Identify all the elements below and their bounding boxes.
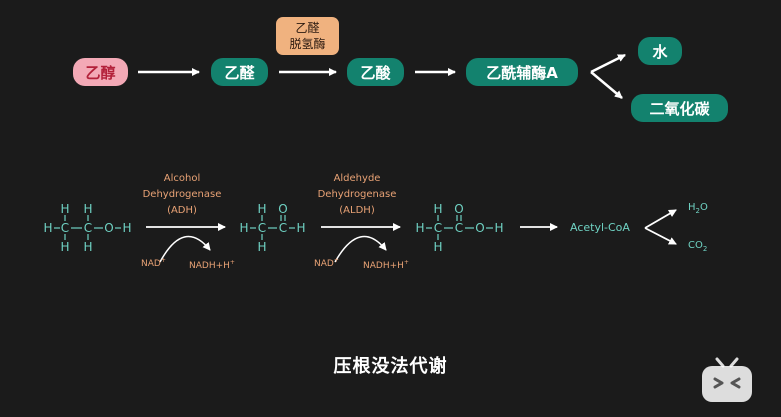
ethanol-structure: H H H C C O H H H xyxy=(43,202,131,254)
atom-h: H xyxy=(83,202,92,216)
nadh-label-1: NADH+H+ xyxy=(189,259,235,271)
carbon-dioxide-node: 二氧化碳 xyxy=(631,94,728,122)
atom-c: C xyxy=(434,221,442,235)
atom-h: H xyxy=(239,221,248,235)
acetaldehyde-structure: H O H C C H H xyxy=(239,202,305,254)
atom-c: C xyxy=(279,221,287,235)
aldh-line1: Aldehyde xyxy=(334,173,381,184)
ethanol-node: 乙醇 xyxy=(73,58,128,86)
fork-to-co2-struct xyxy=(644,227,677,245)
atom-h: H xyxy=(433,240,442,254)
atom-o: O xyxy=(278,202,287,216)
atom-h: H xyxy=(296,221,305,235)
adh-line2: Dehydrogenase xyxy=(143,189,222,200)
carbon-dioxide-label: 二氧化碳 xyxy=(649,99,710,118)
atom-c: C xyxy=(61,221,69,235)
acetic-acid-structure: H O H C C O H H xyxy=(415,202,503,254)
atom-h: H xyxy=(60,202,69,216)
fork-to-h2o xyxy=(644,209,677,229)
water-node: 水 xyxy=(638,37,682,65)
acetyl-coa-struct-label: Acetyl-CoA xyxy=(570,221,630,234)
adh-abbr: (ADH) xyxy=(167,205,197,216)
co2-label: CO2 xyxy=(688,240,707,253)
atom-h: H xyxy=(494,221,503,235)
atom-c: C xyxy=(258,221,266,235)
enzyme-line1: 乙醛 xyxy=(295,21,320,35)
atom-h: H xyxy=(433,202,442,216)
aldh-abbr: (ALDH) xyxy=(339,205,375,216)
nad-label-1: NAD+ xyxy=(141,257,166,269)
atom-o: O xyxy=(475,221,484,235)
nad-label-2: NAD+ xyxy=(314,257,339,269)
ethanol-label: 乙醇 xyxy=(85,63,116,82)
acetyl-coa-node: 乙酰辅酶A xyxy=(466,58,578,86)
fork-to-water xyxy=(590,53,626,74)
atom-h: H xyxy=(83,240,92,254)
atom-c: C xyxy=(84,221,92,235)
fork-to-co2 xyxy=(590,71,623,99)
acetyl-coa-label: 乙酰辅酶A xyxy=(486,63,558,82)
acetic-acid-node: 乙酸 xyxy=(347,58,404,86)
atom-h: H xyxy=(257,202,266,216)
atom-h: H xyxy=(43,221,52,235)
cofactor-curve-1 xyxy=(159,235,211,263)
atom-h: H xyxy=(60,240,69,254)
atom-h: H xyxy=(122,221,131,235)
atom-o: O xyxy=(454,202,463,216)
h2o-label: H2O xyxy=(688,202,708,215)
nadh-label-2: NADH+H+ xyxy=(363,259,409,271)
water-label: 水 xyxy=(652,42,668,61)
bilibili-tv-logo-icon xyxy=(702,357,752,402)
acetaldehyde-label: 乙醛 xyxy=(224,63,255,82)
aldh-line2: Dehydrogenase xyxy=(318,189,397,200)
acetaldehyde-node: 乙醛 xyxy=(211,58,268,86)
atom-c: C xyxy=(455,221,463,235)
aldehyde-dehydrogenase-pill: 乙醛 脱氢酶 xyxy=(276,17,339,55)
atom-h: H xyxy=(415,221,424,235)
adh-line1: Alcohol xyxy=(164,173,200,184)
subtitle-caption: 压根没法代谢 xyxy=(333,356,448,377)
atom-o: O xyxy=(104,221,113,235)
cofactor-curve-2 xyxy=(334,235,387,263)
atom-h: H xyxy=(257,240,266,254)
enzyme-line2: 脱氢酶 xyxy=(289,37,326,51)
acetic-acid-label: 乙酸 xyxy=(360,63,391,82)
